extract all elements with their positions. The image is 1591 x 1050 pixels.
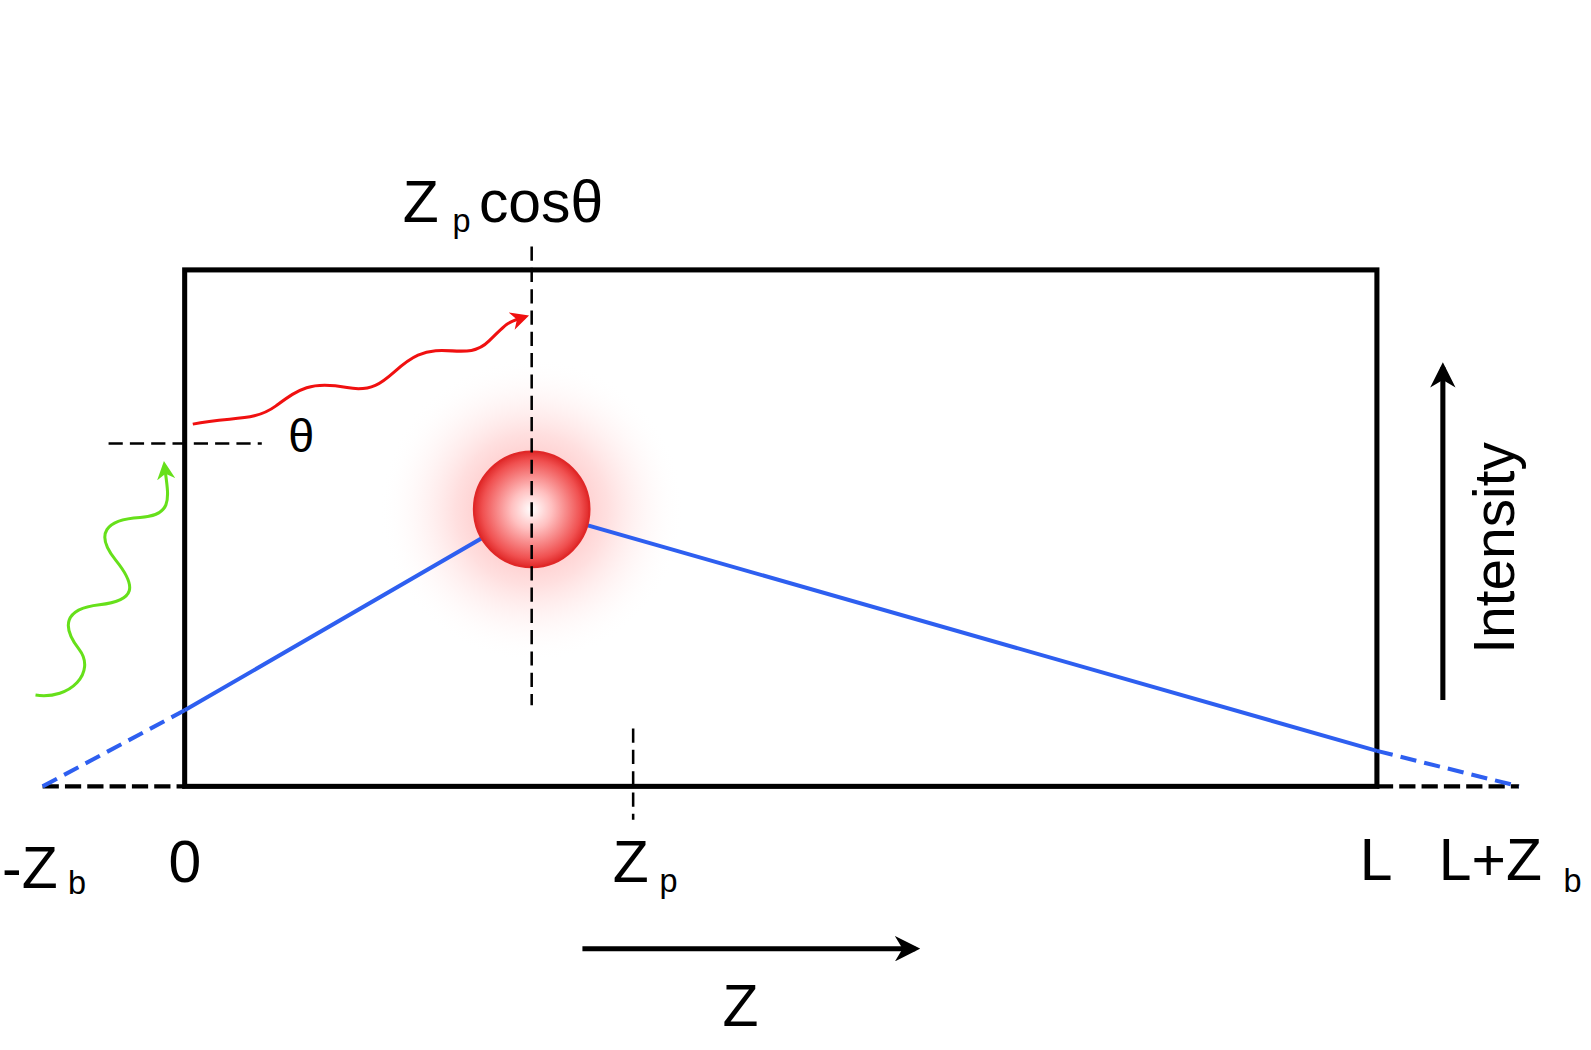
- intensity-extrapolation: [1377, 751, 1519, 787]
- emitted-light: [193, 317, 526, 425]
- z-axis-arrow: [582, 946, 915, 951]
- guide-line: [109, 442, 262, 445]
- axis-title: Intensity: [1466, 442, 1523, 654]
- incident-light: [36, 465, 168, 696]
- axis-tick-label: L+Z: [1439, 830, 1542, 889]
- extrapolation-line: [43, 784, 185, 788]
- subscript: b: [1564, 865, 1582, 897]
- axis-tick-label: L: [1360, 830, 1393, 889]
- axis-tick-label: -Z: [2, 838, 58, 897]
- axis-tick-label: Z: [613, 832, 649, 891]
- position-label: Z: [403, 173, 439, 232]
- axis-tick-label: 0: [168, 832, 201, 891]
- position-label: cosθ: [479, 173, 603, 232]
- subscript: b: [68, 867, 86, 899]
- guide-line: [530, 247, 533, 706]
- subscript: p: [453, 205, 471, 237]
- guide-line: [632, 729, 635, 820]
- angle-label: θ: [288, 412, 314, 459]
- subscript: p: [660, 865, 678, 897]
- intensity-axis-arrow: [1440, 367, 1445, 700]
- intensity-profile: [185, 509, 1377, 750]
- intensity-extrapolation: [43, 710, 185, 786]
- extrapolation-line: [1377, 784, 1519, 788]
- axis-title: Z: [722, 976, 758, 1035]
- sample-box: [185, 270, 1377, 786]
